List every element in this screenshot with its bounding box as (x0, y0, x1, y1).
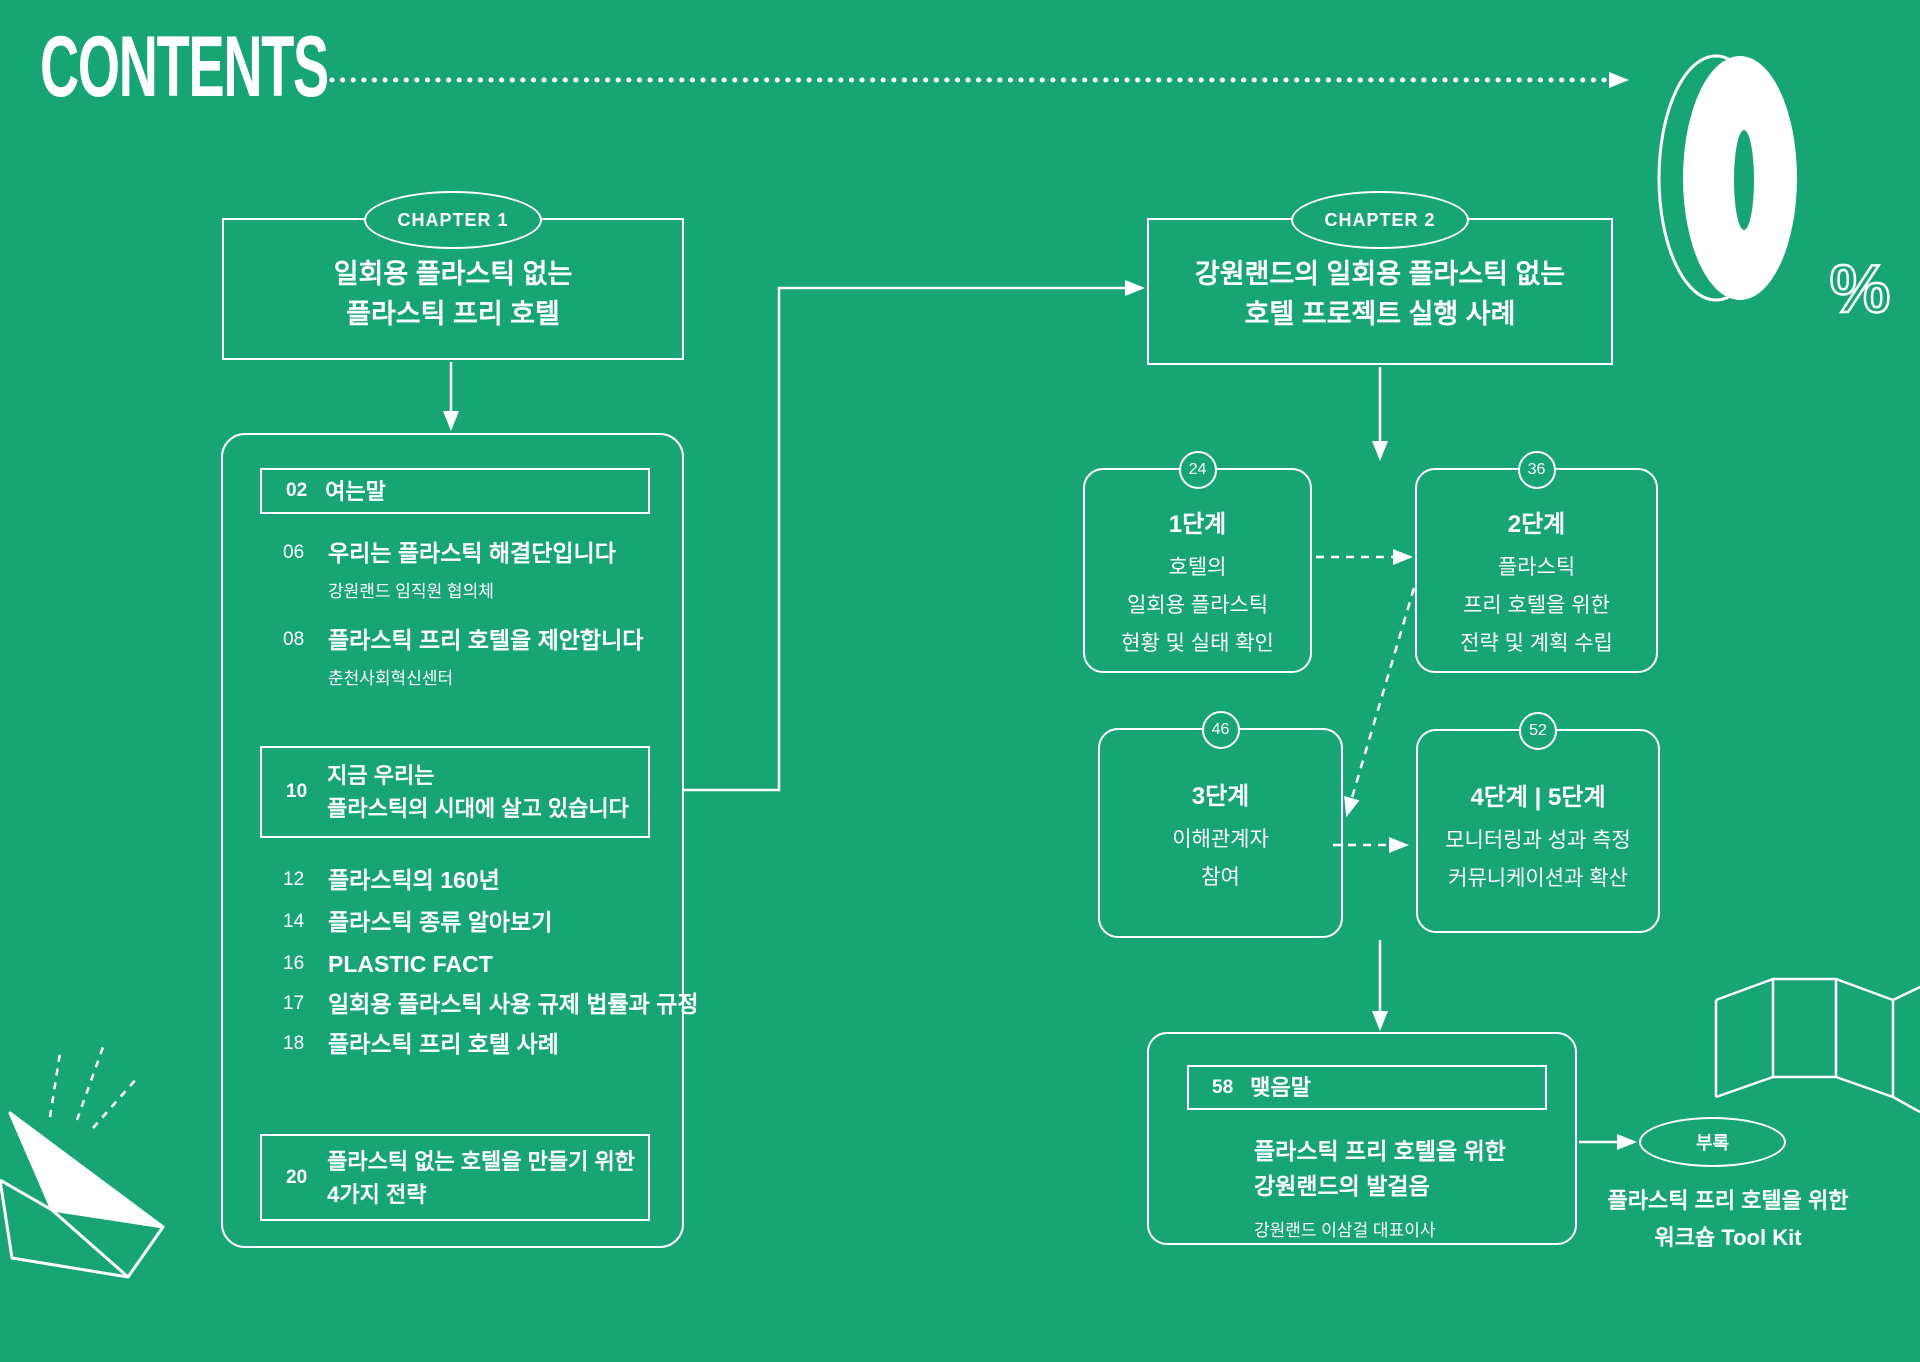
step1-line2: 일회용 플라스틱 (1126, 594, 1269, 617)
chapter2-badge: CHAPTER 2 (1291, 191, 1469, 249)
toc-item-title-line1: 지금 우리는 (327, 763, 435, 788)
chapter1-badge: CHAPTER 1 (364, 191, 542, 249)
step4-line2: 커뮤니케이션과 확산 (1448, 867, 1628, 890)
toc-page-number: 02 (286, 480, 308, 501)
appendix-line1: 플라스틱 프리 호텔을 위한 (1607, 1188, 1849, 1213)
step2-line2: 프리 호텔을 위한 (1463, 594, 1610, 617)
step3-label: 3단계 (1191, 783, 1250, 810)
appendix-text: 플라스틱 프리 호텔을 위한 워크숍 Tool Kit (1553, 1182, 1903, 1256)
step1-label: 1단계 (1168, 511, 1227, 538)
toc-item-subtitle: 춘천사회혁신센터 (328, 669, 454, 688)
gem-decoration-icon (0, 1046, 165, 1279)
trifold-brochure-icon (1714, 977, 1920, 1114)
toc-item-title: 일회용 플라스틱 사용 규제 법률과 규정 (328, 991, 699, 1017)
chapter1-title-line2: 플라스틱 프리 호텔 (346, 299, 560, 329)
toc-item-20: 20 플라스틱 없는 호텔을 만들기 위한 4가지 전략 (260, 1134, 650, 1221)
chapter2-box: CHAPTER 2 강원랜드의 일회용 플라스틱 없는 호텔 프로젝트 실행 사… (1147, 191, 1613, 365)
toc-item-subtitle: 강원랜드 임직원 협의체 (328, 582, 494, 601)
closing-author: 강원랜드 이삼걸 대표이사 (1254, 1221, 1436, 1240)
step1-line1: 호텔의 (1168, 556, 1227, 579)
toc-page-number: 06 (283, 542, 305, 563)
toc-item-02: 02 여는말 (260, 468, 650, 514)
step2-page-number: 36 (1517, 451, 1556, 489)
toc-item-title: 플라스틱 프리 호텔을 제안합니다 (328, 627, 644, 653)
percent-sign: % (1830, 251, 1890, 327)
step4-box: 52 4단계 | 5단계 모니터링과 성과 측정 커뮤니케이션과 확산 (1416, 712, 1660, 933)
chapter1-title-line1: 일회용 플라스틱 없는 (333, 259, 573, 289)
step4-line1: 모니터링과 성과 측정 (1445, 829, 1631, 852)
closing-header-box: 58 맺음말 (1187, 1065, 1547, 1110)
toc-page-number: 14 (283, 911, 305, 932)
closing-box: 58 맺음말 플라스틱 프리 호텔을 위한 강원랜드의 발걸음 강원랜드 이삼걸… (1147, 1032, 1577, 1245)
appendix-line2: 워크숍 Tool Kit (1654, 1225, 1802, 1250)
toc-page-number: 08 (283, 629, 305, 650)
toc-item-title: 우리는 플라스틱 해결단입니다 (328, 540, 616, 566)
toc-item-title: 플라스틱 프리 호텔 사례 (328, 1031, 559, 1057)
closing-title: 맺음말 (1250, 1075, 1311, 1100)
zero-percent-graphic: % (1657, 54, 1891, 328)
toc-item-title: 플라스틱의 160년 (328, 867, 500, 893)
step3-box: 46 3단계 이해관계자 참여 (1098, 711, 1343, 938)
step3-line2: 참여 (1201, 866, 1240, 889)
toc-item-title-line2: 플라스틱의 시대에 살고 있습니다 (327, 796, 629, 821)
toc-page-number: 20 (286, 1166, 308, 1188)
chapter1-toc-container: 02 여는말 06 우리는 플라스틱 해결단입니다 강원랜드 임직원 협의체 0… (221, 433, 699, 1248)
appendix-badge: 부록 (1639, 1117, 1786, 1167)
page-title: CONTENTS (40, 19, 329, 115)
closing-line1: 플라스틱 프리 호텔을 위한 (1254, 1138, 1506, 1164)
toc-item-title-line2: 4가지 전략 (327, 1181, 427, 1207)
zero-digit-hole (1734, 130, 1754, 230)
chapter2-title-line1: 강원랜드의 일회용 플라스틱 없는 (1194, 259, 1566, 289)
chapter1-box: CHAPTER 1 일회용 플라스틱 없는 플라스틱 프리 호텔 (222, 191, 684, 360)
step4-label: 4단계 | 5단계 (1470, 784, 1606, 811)
step4-page-number: 52 (1519, 712, 1557, 750)
step1-line3: 현황 및 실태 확인 (1121, 632, 1274, 655)
toc-page-number: 16 (283, 953, 305, 974)
step1-box: 24 1단계 호텔의 일회용 플라스틱 현황 및 실태 확인 (1083, 451, 1312, 673)
step1-page-number: 24 (1178, 451, 1217, 489)
toc-page-number: 18 (283, 1033, 305, 1054)
closing-page-number: 58 (1212, 1076, 1234, 1098)
step2-label: 2단계 (1507, 511, 1566, 538)
closing-line2: 강원랜드의 발걸음 (1254, 1173, 1430, 1199)
toc-item-title: PLASTIC FACT (328, 951, 493, 977)
toc-page-number: 12 (283, 869, 305, 890)
step2-box: 36 2단계 플라스틱 프리 호텔을 위한 전략 및 계획 수립 (1415, 451, 1658, 673)
step2-line3: 전략 및 계획 수립 (1460, 632, 1613, 655)
chapter2-title-line2: 호텔 프로젝트 실행 사례 (1244, 299, 1516, 329)
step2-line1: 플라스틱 (1497, 556, 1576, 579)
step3-line1: 이해관계자 (1172, 828, 1269, 851)
toc-item-title: 플라스틱 종류 알아보기 (328, 909, 553, 935)
toc-item-title-line1: 플라스틱 없는 호텔을 만들기 위한 (327, 1148, 635, 1174)
toc-item-title: 여는말 (325, 478, 386, 504)
toc-page-number: 10 (286, 781, 308, 802)
toc-item-10: 10 지금 우리는 플라스틱의 시대에 살고 있습니다 (260, 746, 650, 838)
step3-page-number: 46 (1201, 711, 1240, 749)
toc-page-number: 17 (283, 993, 305, 1014)
